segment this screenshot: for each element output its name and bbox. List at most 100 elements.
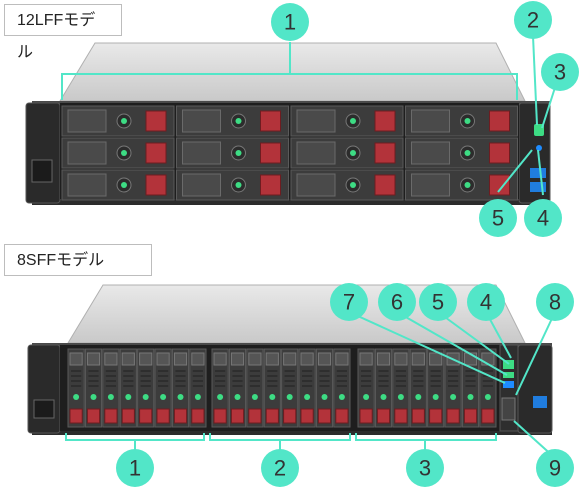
drive-bay xyxy=(84,348,103,428)
drive-carrier xyxy=(392,348,410,428)
drive-bay xyxy=(405,137,518,169)
callout-number: 1 xyxy=(284,10,296,35)
drive-bay xyxy=(479,348,497,428)
callout-circle xyxy=(467,283,505,321)
drive-carrier xyxy=(333,348,351,428)
drive-release xyxy=(69,408,83,424)
usb-port xyxy=(501,397,516,421)
drive-release xyxy=(248,408,262,424)
drive-bay xyxy=(228,348,247,428)
drive-led xyxy=(217,394,224,400)
drive-release xyxy=(394,408,408,424)
drive-led xyxy=(251,394,258,400)
drive-bay xyxy=(374,348,393,428)
drive-carrier xyxy=(374,348,393,428)
drive-carrier xyxy=(315,348,334,428)
drive-bay xyxy=(61,105,175,137)
drive-release xyxy=(374,110,396,132)
drive-bay xyxy=(290,105,404,137)
drive-label-area xyxy=(411,173,450,197)
drive-bay xyxy=(427,348,445,428)
drive-release xyxy=(260,110,281,132)
right-ear xyxy=(517,344,553,434)
drive-led xyxy=(321,394,328,400)
callout-circle xyxy=(514,1,552,39)
drive-led xyxy=(194,394,201,400)
drive-bay xyxy=(176,137,289,169)
drive-bay xyxy=(263,348,281,428)
top-cover xyxy=(67,284,526,344)
drive-bay xyxy=(102,348,120,428)
drive-carrier xyxy=(189,348,207,428)
drive-led xyxy=(235,182,242,188)
drive-bays-sff xyxy=(67,348,497,428)
callout-number: 5 xyxy=(432,290,444,315)
callout-number: 2 xyxy=(274,456,286,481)
drive-release xyxy=(489,174,510,196)
callout-circle xyxy=(378,283,416,321)
drive-label-area xyxy=(67,109,107,133)
drive-label-area xyxy=(411,109,450,133)
drive-release xyxy=(145,110,167,132)
drive-led xyxy=(121,182,127,188)
left-ear xyxy=(25,102,61,204)
drive-bay xyxy=(171,348,190,428)
drive-carrier xyxy=(67,348,85,428)
drive-label-area xyxy=(182,141,221,165)
drive-release xyxy=(300,408,314,424)
callout-circle xyxy=(479,199,517,237)
drive-label-area xyxy=(139,352,153,366)
drive-label-area xyxy=(335,352,349,366)
drive-release xyxy=(139,408,153,424)
drive-carrier xyxy=(298,348,316,428)
uid-led xyxy=(503,381,514,388)
drive-led xyxy=(450,394,457,400)
drive-led xyxy=(350,150,356,156)
drive-label-area xyxy=(296,141,336,165)
drive-release xyxy=(173,408,188,424)
callout-circle xyxy=(541,53,579,91)
model-label-8sff: 8SFFモデル xyxy=(4,244,152,276)
drive-label-area xyxy=(191,352,205,366)
drive-label-area xyxy=(376,352,391,366)
drive-led xyxy=(160,394,167,400)
drive-led xyxy=(269,394,276,400)
drive-bay xyxy=(189,348,207,428)
uid-led xyxy=(536,145,542,151)
drive-bay xyxy=(246,348,264,428)
drive-led xyxy=(73,394,80,400)
drive-bay xyxy=(405,169,518,201)
drive-bay xyxy=(61,169,175,201)
drive-led xyxy=(107,394,114,400)
drive-bay xyxy=(405,105,518,137)
status-led xyxy=(503,372,514,378)
drive-release xyxy=(265,408,279,424)
drive-bay xyxy=(137,348,155,428)
callout-number: 9 xyxy=(549,456,561,481)
drive-label-area xyxy=(359,352,373,366)
drive-release xyxy=(156,408,170,424)
drive-led xyxy=(363,394,370,400)
callout-number: 6 xyxy=(391,290,403,315)
callout-number: 7 xyxy=(343,290,355,315)
drive-release xyxy=(283,408,297,424)
drive-led xyxy=(235,118,242,124)
drive-led xyxy=(121,150,127,156)
drive-led xyxy=(464,118,471,124)
drive-label-area xyxy=(283,352,297,366)
drive-label-area xyxy=(296,173,336,197)
drive-led xyxy=(464,182,471,188)
drive-led xyxy=(350,118,356,124)
drive-carrier xyxy=(263,348,281,428)
callout-number: 2 xyxy=(527,8,539,33)
drive-release xyxy=(489,142,510,164)
server-12lff xyxy=(25,35,561,205)
drive-led xyxy=(286,394,293,400)
callout-circle xyxy=(116,449,154,487)
drive-label-area xyxy=(265,352,279,366)
drive-label-area xyxy=(296,109,336,133)
drive-label-area xyxy=(182,173,221,197)
drive-release xyxy=(145,174,167,196)
drive-label-area xyxy=(300,352,314,366)
drive-label-area xyxy=(173,352,188,366)
